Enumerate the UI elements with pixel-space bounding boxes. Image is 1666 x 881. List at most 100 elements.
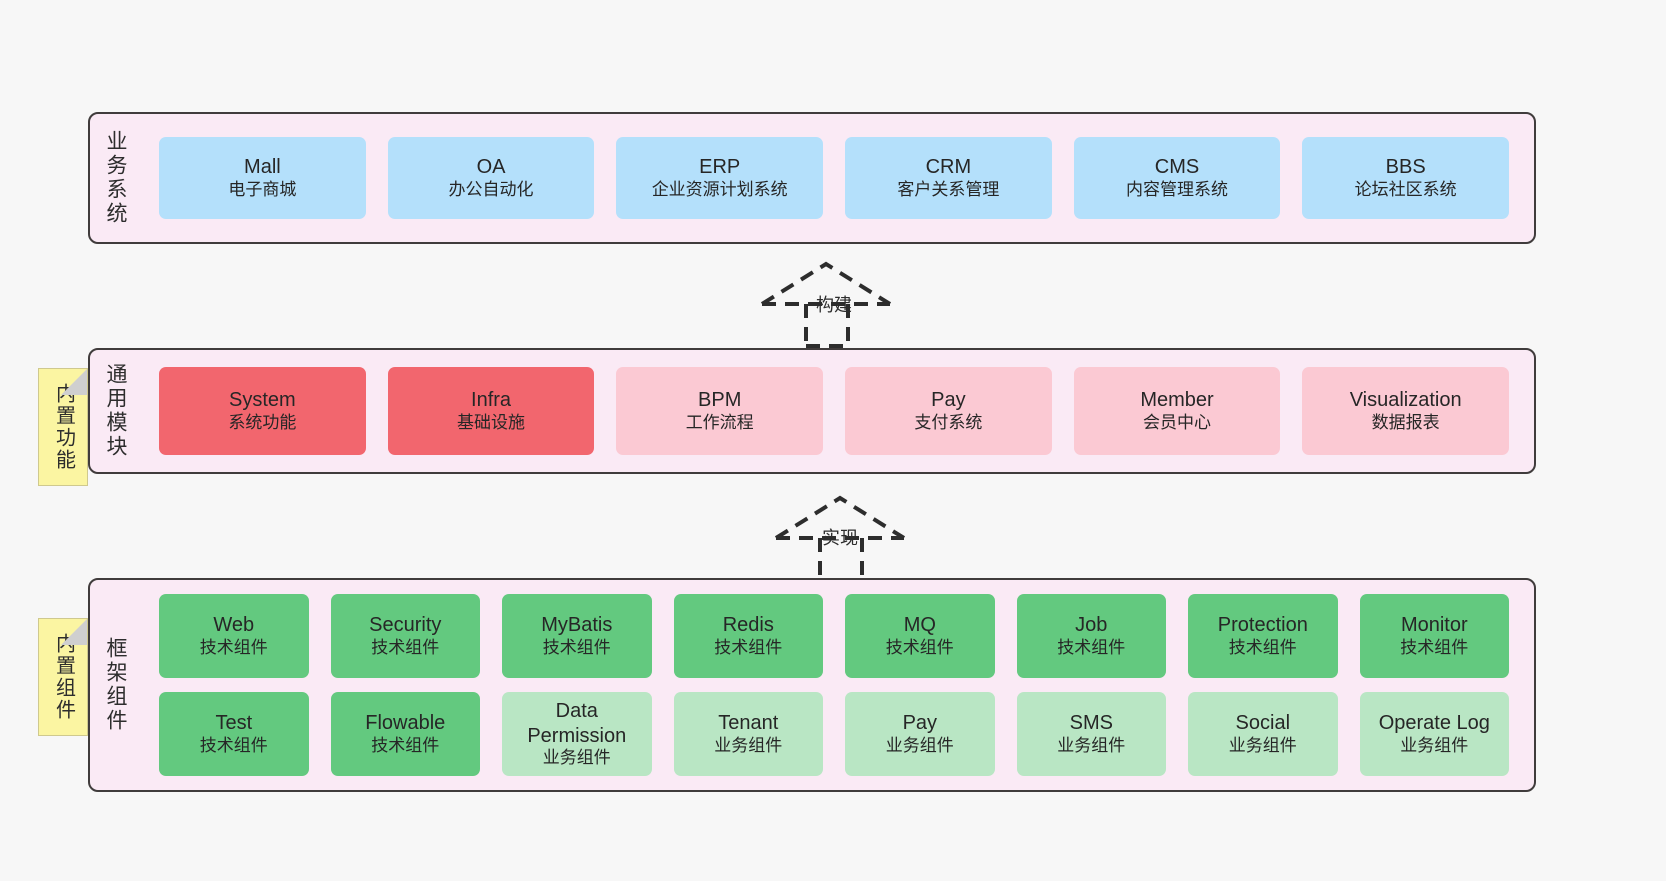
- card-title: Data Permission: [527, 700, 627, 747]
- card-title: Flowable: [365, 712, 446, 735]
- card-subtitle: 业务组件: [1228, 735, 1297, 755]
- card-bbs[interactable]: BBS 论坛社区系统: [1302, 137, 1509, 219]
- card-subtitle: 业务组件: [885, 735, 954, 755]
- sticky-note-builtin-components: 内置组件: [38, 618, 88, 736]
- card-subtitle: 业务组件: [1057, 735, 1126, 755]
- framework-components-grid: Web 技术组件 Security 技术组件 MyBatis 技术组件 Redi…: [134, 580, 1534, 790]
- card-subtitle: 技术组件: [371, 735, 440, 755]
- card-subtitle: 客户关系管理: [897, 179, 1000, 199]
- card-system[interactable]: System 系统功能: [159, 367, 366, 455]
- business-systems-card-row: Mall 电子商城 OA 办公自动化 ERP 企业资源计划系统 CRM 客户关系…: [134, 114, 1534, 242]
- card-title: Member: [1140, 389, 1214, 412]
- card-title: Job: [1075, 614, 1108, 637]
- card-security[interactable]: Security 技术组件: [330, 594, 481, 678]
- framework-row-business: Test 技术组件 Flowable 技术组件 Data Permission …: [148, 692, 1520, 776]
- card-subtitle: 会员中心: [1143, 412, 1211, 432]
- card-title: Social: [1235, 712, 1291, 735]
- card-subtitle: 数据报表: [1371, 412, 1440, 432]
- card-subtitle: 技术组件: [714, 637, 783, 657]
- card-mall[interactable]: Mall 电子商城: [159, 137, 366, 219]
- card-title: Tenant: [718, 712, 779, 735]
- card-job[interactable]: Job 技术组件: [1016, 594, 1167, 678]
- card-infra[interactable]: Infra 基础设施: [387, 367, 595, 455]
- card-test[interactable]: Test 技术组件: [159, 692, 309, 776]
- card-subtitle: 技术组件: [885, 637, 954, 657]
- card-subtitle: 业务组件: [1400, 735, 1469, 755]
- card-title: OA: [476, 156, 506, 179]
- card-flowable[interactable]: Flowable 技术组件: [330, 692, 481, 776]
- card-redis[interactable]: Redis 技术组件: [673, 594, 824, 678]
- card-subtitle: 办公自动化: [448, 179, 534, 199]
- card-title: MyBatis: [541, 614, 613, 637]
- card-operate-log[interactable]: Operate Log 业务组件: [1359, 692, 1510, 776]
- card-subtitle: 系统功能: [228, 412, 297, 432]
- card-mybatis[interactable]: MyBatis 技术组件: [502, 594, 652, 678]
- card-subtitle: 技术组件: [199, 637, 268, 657]
- card-subtitle: 论坛社区系统: [1354, 179, 1457, 199]
- card-subtitle: 业务组件: [542, 748, 611, 768]
- card-subtitle: 技术组件: [371, 637, 440, 657]
- card-subtitle: 支付系统: [914, 412, 983, 432]
- card-subtitle: 工作流程: [685, 412, 754, 432]
- card-social[interactable]: Social 业务组件: [1188, 692, 1338, 776]
- common-modules-card-row: System 系统功能 Infra 基础设施 BPM 工作流程 Pay 支付系统…: [134, 350, 1534, 472]
- layer-label-business-systems: 业务系统: [104, 130, 128, 226]
- card-subtitle: 企业资源计划系统: [651, 179, 788, 199]
- connector-build-label: 构建: [816, 295, 852, 315]
- layer-framework-components: 框架组件 Web 技术组件 Security 技术组件 MyBatis 技术组件…: [88, 578, 1536, 792]
- card-title: Visualization: [1349, 389, 1462, 412]
- card-title: Pay: [931, 389, 966, 412]
- card-title: Pay: [902, 712, 938, 735]
- card-subtitle: 电子商城: [228, 179, 297, 199]
- card-web[interactable]: Web 技术组件: [159, 594, 309, 678]
- card-cms[interactable]: CMS 内容管理系统: [1073, 137, 1281, 219]
- card-crm[interactable]: CRM 客户关系管理: [845, 137, 1052, 219]
- card-tenant[interactable]: Tenant 业务组件: [673, 692, 824, 776]
- sticky-note-label: 内置组件: [52, 633, 75, 721]
- card-title: Monitor: [1400, 614, 1468, 637]
- card-title: Redis: [722, 614, 774, 637]
- card-title: CMS: [1154, 156, 1200, 179]
- connector-build-arrow: [760, 261, 892, 348]
- layer-common-modules: 通用模块 System 系统功能 Infra 基础设施 BPM 工作流程 Pay…: [88, 348, 1536, 474]
- card-title: System: [229, 389, 296, 412]
- sticky-note-label: 内置功能: [52, 383, 75, 471]
- card-monitor[interactable]: Monitor 技术组件: [1359, 594, 1510, 678]
- card-subtitle: 技术组件: [199, 735, 268, 755]
- card-pay-component[interactable]: Pay 业务组件: [845, 692, 995, 776]
- card-title: CRM: [925, 156, 972, 179]
- card-title: BBS: [1385, 156, 1426, 179]
- card-member[interactable]: Member 会员中心: [1073, 367, 1281, 455]
- card-title: Operate Log: [1378, 712, 1490, 735]
- layer-label-common-modules: 通用模块: [104, 363, 128, 459]
- card-mq[interactable]: MQ 技术组件: [845, 594, 995, 678]
- card-title: Mall: [244, 156, 281, 179]
- card-erp[interactable]: ERP 企业资源计划系统: [616, 137, 824, 219]
- framework-row-tech: Web 技术组件 Security 技术组件 MyBatis 技术组件 Redi…: [148, 594, 1520, 678]
- card-sms[interactable]: SMS 业务组件: [1016, 692, 1167, 776]
- card-subtitle: 技术组件: [1400, 637, 1469, 657]
- card-protection[interactable]: Protection 技术组件: [1188, 594, 1338, 678]
- card-title: Infra: [471, 389, 512, 412]
- card-title: Test: [215, 712, 253, 735]
- card-pay-module[interactable]: Pay 支付系统: [845, 367, 1052, 455]
- card-subtitle: 技术组件: [1228, 637, 1297, 657]
- card-title: BPM: [698, 389, 742, 412]
- card-title: Protection: [1217, 614, 1308, 637]
- card-subtitle: 技术组件: [1057, 637, 1126, 657]
- connector-implement-label: 实现: [822, 528, 858, 548]
- card-title: SMS: [1069, 712, 1113, 735]
- sticky-note-builtin-features: 内置功能: [38, 368, 88, 486]
- card-visualization[interactable]: Visualization 数据报表: [1302, 367, 1509, 455]
- card-title: MQ: [903, 614, 936, 637]
- card-subtitle: 内容管理系统: [1126, 179, 1228, 199]
- card-oa[interactable]: OA 办公自动化: [387, 137, 595, 219]
- card-bpm[interactable]: BPM 工作流程: [616, 367, 824, 455]
- layer-business-systems: 业务系统 Mall 电子商城 OA 办公自动化 ERP 企业资源计划系统 CRM…: [88, 112, 1536, 244]
- card-data-permission[interactable]: Data Permission 业务组件: [502, 692, 652, 776]
- layer-label-framework-components: 框架组件: [104, 637, 128, 733]
- card-subtitle: 技术组件: [542, 637, 611, 657]
- card-subtitle: 基础设施: [457, 412, 526, 432]
- card-title: Security: [369, 614, 442, 637]
